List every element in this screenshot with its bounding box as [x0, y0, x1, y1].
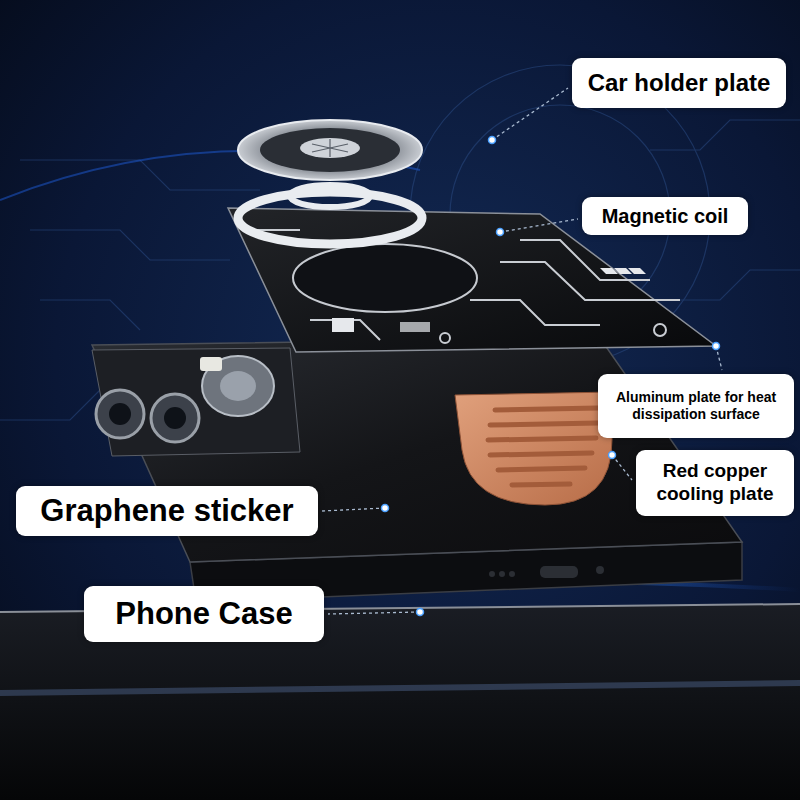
illustration-part [455, 392, 612, 505]
illustration-part [220, 371, 256, 401]
part-label: Magnetic coil [582, 197, 748, 235]
illustration-part [628, 268, 646, 274]
copper-cooling-plate [455, 392, 612, 505]
illustration-part [312, 139, 348, 157]
car-holder-plate [238, 120, 422, 180]
illustration-part [490, 453, 592, 455]
part-name: Phone Case [115, 595, 292, 632]
illustration-part [238, 192, 422, 244]
illustration-part [332, 268, 646, 332]
part-name: Car holder plate [588, 69, 771, 98]
illustration-part [40, 300, 140, 330]
illustration-part [488, 408, 598, 485]
illustration-part [509, 571, 515, 577]
part-name: Magnetic coil [602, 204, 729, 228]
illustration-part [654, 324, 666, 336]
magnetic-coil [238, 185, 422, 244]
illustration-part [164, 407, 186, 429]
illustration-part [596, 566, 604, 574]
illustration-part [290, 185, 370, 207]
part-name: Graphene sticker [40, 492, 293, 529]
camera-lenses [96, 356, 274, 442]
illustration-part [489, 137, 496, 144]
illustration-part [650, 120, 800, 150]
stand-reflection [0, 680, 800, 696]
part-label: Graphene sticker [16, 486, 318, 536]
illustration-part [609, 452, 616, 459]
illustration-part [382, 505, 389, 512]
phone-ports [489, 566, 604, 578]
illustration-part [470, 300, 600, 325]
illustration-part [109, 403, 131, 425]
illustration-part [499, 571, 505, 577]
illustration-part [489, 571, 495, 577]
part-label: Aluminum plate for heat dissipation surf… [598, 374, 794, 438]
part-label: Red copper cooling plate [636, 450, 794, 516]
camera-module [92, 348, 300, 456]
part-label: Phone Case [84, 586, 324, 642]
illustration-part [495, 408, 598, 410]
illustration-part [500, 219, 578, 232]
illustration-part [322, 508, 385, 511]
illustration-part [20, 160, 260, 190]
illustration-part [400, 322, 430, 332]
illustration-part [30, 230, 230, 260]
illustration-part [540, 566, 578, 578]
leader-lines [322, 88, 722, 614]
illustration-part [417, 609, 424, 616]
illustration-part [260, 128, 400, 172]
part-name: Red copper cooling plate [643, 460, 787, 506]
illustration-part [440, 333, 450, 343]
illustration-part [332, 318, 354, 332]
part-label: Car holder plate [572, 58, 786, 108]
illustration-part [713, 343, 720, 350]
illustration-part [512, 484, 570, 485]
illustration-part [0, 390, 100, 420]
illustration-part [520, 240, 650, 280]
illustration-part [612, 455, 632, 480]
illustration-part [490, 423, 598, 425]
illustration-part [96, 390, 144, 438]
illustration-part [329, 139, 330, 157]
part-name: Aluminum plate for heat dissipation surf… [605, 389, 787, 423]
illustration-part [498, 468, 585, 470]
illustration-part [492, 88, 568, 140]
illustration-part [488, 438, 596, 440]
illustration-part [328, 612, 420, 614]
illustration-part [497, 229, 504, 236]
illustration-part [151, 394, 199, 442]
illustration-part [238, 120, 422, 180]
illustration-part [300, 138, 360, 158]
illustration-part [293, 244, 477, 312]
illustration-part [200, 357, 222, 371]
illustration-part [500, 262, 680, 300]
